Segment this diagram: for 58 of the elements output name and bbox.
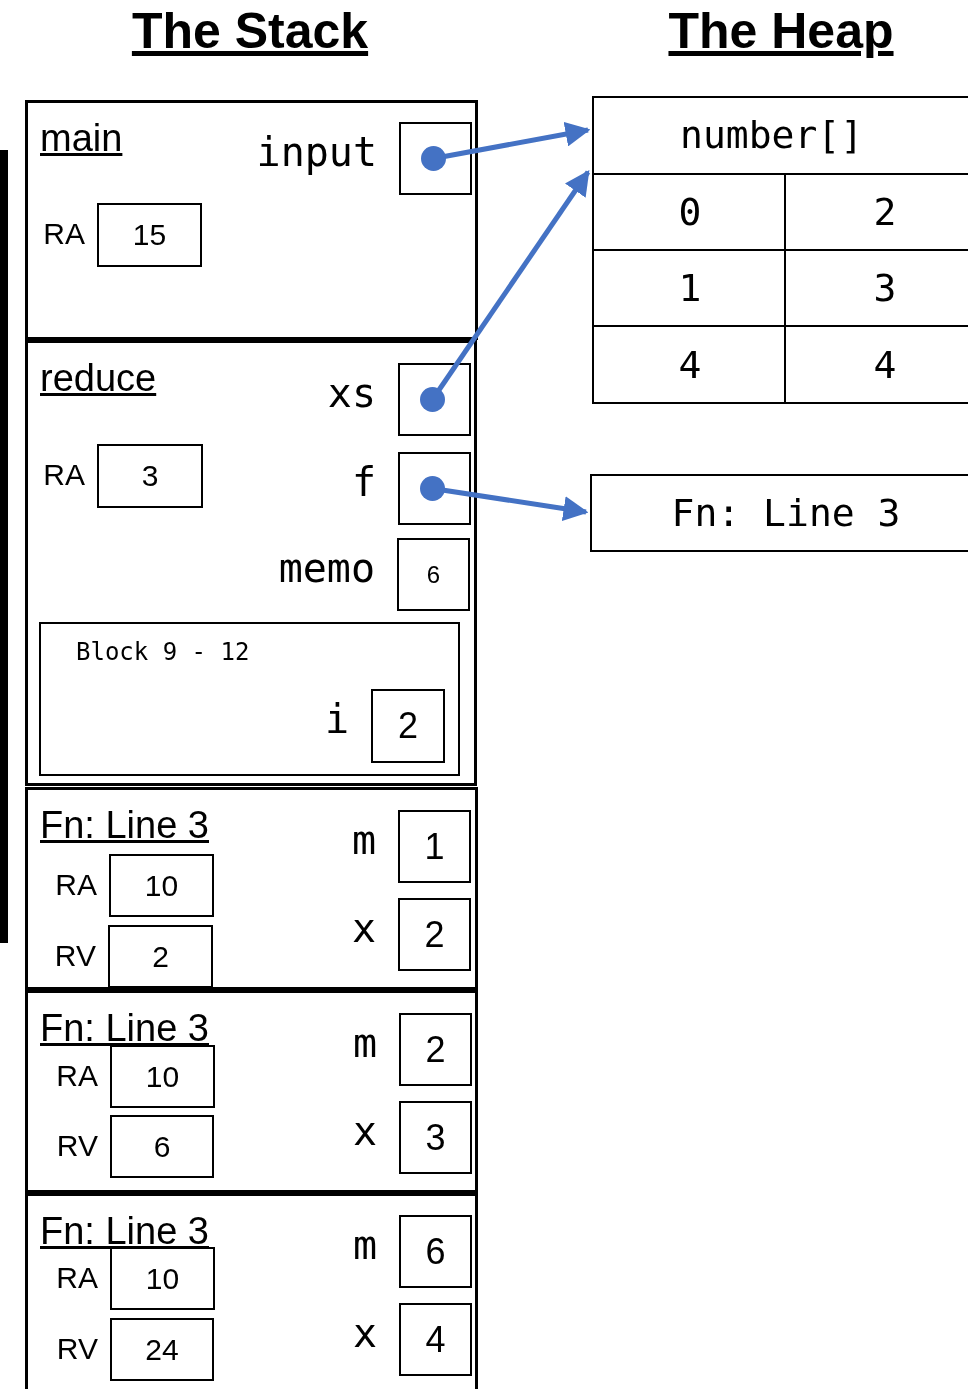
variable-name: x	[352, 1313, 377, 1353]
variable-name: memo	[278, 548, 375, 588]
variable-name: f	[351, 462, 376, 502]
value-cell: 6	[110, 1115, 214, 1178]
variable-name: m	[351, 820, 376, 860]
block-scope-box	[39, 622, 460, 776]
variable-name: RA	[43, 460, 85, 490]
value-cell: 6	[397, 538, 470, 611]
variable-name: x	[351, 908, 376, 948]
block-heading: Block 9 - 12	[76, 640, 250, 664]
value-cell: 3	[399, 1101, 472, 1174]
variable-name: xs	[327, 373, 376, 413]
stack-frame	[25, 787, 478, 990]
value-cell: 2	[108, 925, 213, 988]
value-cell: 10	[110, 1247, 215, 1310]
heading: The Heap	[668, 6, 894, 56]
pointer-arrow	[420, 476, 589, 521]
frame-heading: Fn: Line 3	[40, 1009, 209, 1047]
variable-name: RA	[56, 1061, 98, 1091]
array-table	[592, 96, 968, 404]
frame-heading: Fn: Line 3	[40, 1212, 209, 1250]
frame-heading: reduce	[40, 359, 157, 397]
pointer-arrow	[421, 121, 591, 171]
variable-name: RA	[43, 219, 85, 249]
table-cell: 2	[784, 173, 968, 251]
function-object: Fn: Line 3	[590, 474, 968, 552]
stack-frame	[25, 100, 478, 340]
frame-heading: Fn: Line 3	[40, 806, 209, 844]
frame-heading: main	[40, 119, 123, 157]
value-cell: 2	[399, 1013, 472, 1086]
variable-name: m	[352, 1225, 377, 1265]
stack-frame	[25, 990, 478, 1193]
value-cell: 1	[398, 810, 471, 883]
value-cell: 4	[399, 1303, 472, 1376]
array-type-label: number[]	[680, 116, 864, 154]
value-cell: 10	[110, 1045, 215, 1108]
variable-name: RA	[55, 870, 97, 900]
value-cell: 6	[399, 1215, 472, 1288]
value-cell: 24	[110, 1318, 214, 1381]
variable-name: RV	[54, 941, 96, 971]
value-cell: 10	[109, 854, 214, 917]
value-cell: 2	[398, 898, 471, 971]
variable-name: RA	[56, 1263, 98, 1293]
pointer-box	[398, 363, 471, 436]
stack-frame	[25, 1193, 478, 1389]
heading: The Stack	[131, 6, 369, 56]
pointer-arrow	[420, 169, 591, 412]
pointer-box	[399, 122, 472, 195]
stack-frame	[25, 340, 477, 786]
variable-name: m	[352, 1023, 377, 1063]
variable-name: RV	[56, 1334, 98, 1364]
value-cell: 15	[97, 203, 202, 267]
value-cell: 2	[371, 689, 445, 763]
pointer-box	[398, 452, 471, 525]
variable-name: x	[352, 1111, 377, 1151]
variable-name: RV	[56, 1131, 98, 1161]
variable-name: i	[324, 699, 349, 739]
value-cell: 3	[97, 444, 203, 508]
